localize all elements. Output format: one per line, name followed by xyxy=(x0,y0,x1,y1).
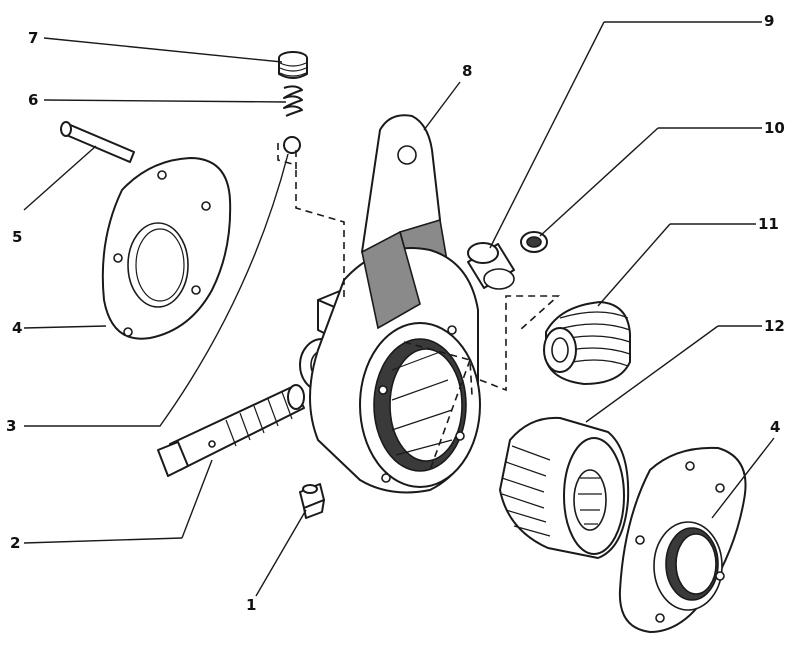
part-1-grease-nipple xyxy=(299,483,325,519)
part-2-worm-shaft xyxy=(157,384,305,477)
callout-3: 3 xyxy=(6,417,16,435)
part-5-pin xyxy=(60,121,135,163)
callout-9: 9 xyxy=(764,12,774,30)
callout-6: 6 xyxy=(28,91,38,109)
part-3-ball xyxy=(277,136,301,170)
part-8-adjuster-body xyxy=(299,114,481,494)
part-4-right-cover-plate xyxy=(618,446,747,633)
callout-2: 2 xyxy=(10,534,20,552)
part-12-spline-gear xyxy=(499,416,630,559)
callout-8: 8 xyxy=(462,62,472,80)
callout-10: 10 xyxy=(764,119,785,137)
part-11-worm-gear xyxy=(543,301,631,385)
part-4-left-cover-plate xyxy=(101,157,232,340)
callout-1: 1 xyxy=(246,596,256,614)
assembly-path-worm xyxy=(479,295,561,392)
callout-7: 7 xyxy=(28,29,38,47)
callout-4-right: 4 xyxy=(770,418,780,436)
callout-12: 12 xyxy=(764,317,785,335)
leader-lines xyxy=(23,21,775,597)
part-7-screw xyxy=(278,51,308,79)
callout-4-left: 4 xyxy=(12,319,22,337)
part-6-spring xyxy=(283,85,303,117)
callout-5: 5 xyxy=(12,228,22,246)
callout-11: 11 xyxy=(758,215,779,233)
assembly-path-ball xyxy=(295,170,345,300)
part-9-bushing xyxy=(467,242,515,290)
part-10-washer xyxy=(520,231,548,253)
